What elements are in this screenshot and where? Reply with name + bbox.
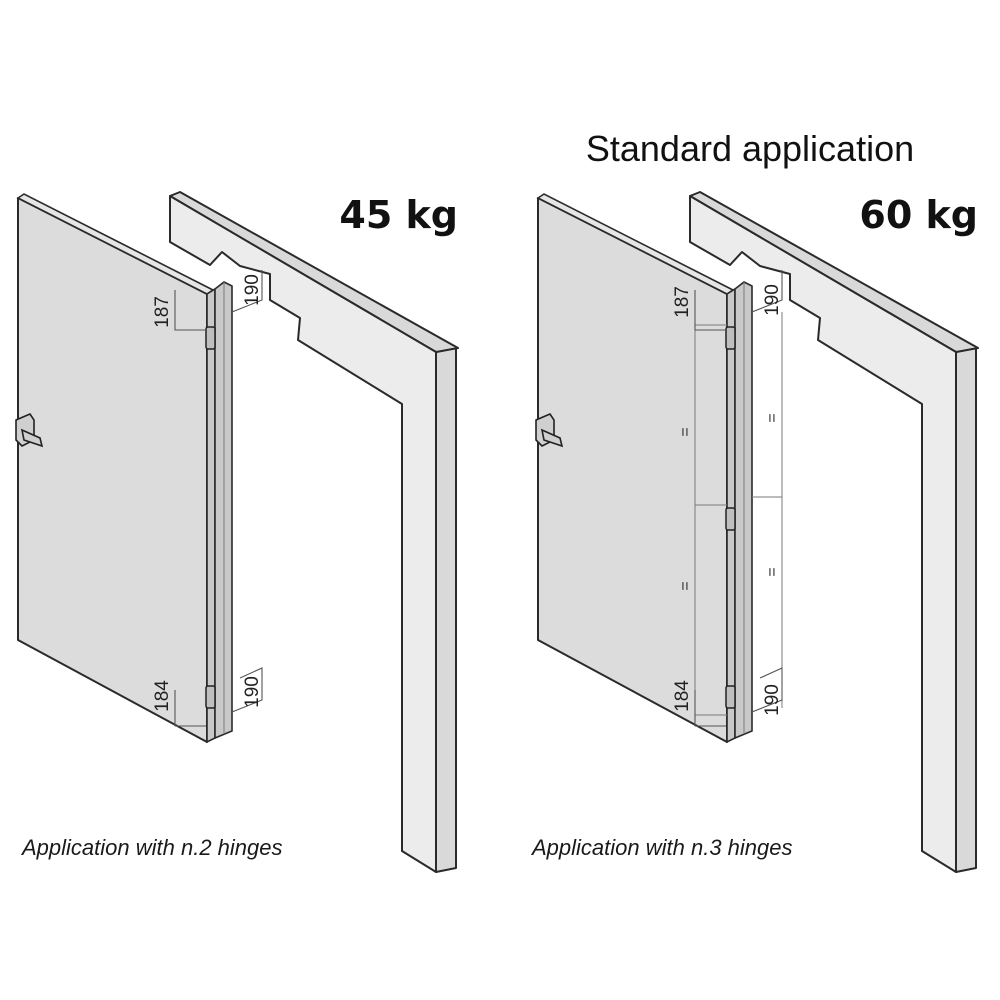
dim-top-door: 187 [152,296,173,328]
top-hinge-icon [725,326,736,350]
middle-hinge-icon [725,507,736,531]
dim-bottom-frame: 190 [242,676,263,708]
dim-bottom-door: 184 [152,680,173,712]
door-handle [535,413,564,448]
panel-caption: Application with n.3 hinges [530,835,793,860]
weight-label: 60 kg [859,193,978,237]
top-hinge-icon [205,326,216,350]
door-leaf [536,193,753,744]
equal-mark: = [764,413,781,422]
door-frame [689,191,979,873]
equal-mark: = [764,567,781,576]
equal-mark: = [677,581,694,590]
bottom-hinge-icon [205,685,216,709]
weight-label: 45 kg [339,193,458,237]
panel-three-hinges: 187 190 184 190 = = = = 60 kg Applicatio… [530,191,979,873]
panel-caption: Application with n.2 hinges [20,835,283,860]
dim-top-frame: 190 [762,284,783,316]
door-leaf [16,193,233,744]
dim-bottom-frame: 190 [762,684,783,716]
diagram-title: Standard application [586,128,914,169]
door-frame [169,191,459,873]
equal-mark: = [677,427,694,436]
door-handle [15,413,44,448]
panel-two-hinges: 187 190 184 190 45 kg Application with n… [15,191,459,873]
dim-top-door: 187 [672,286,693,318]
dim-top-frame: 190 [242,274,263,306]
bottom-hinge-icon [725,685,736,709]
dim-bottom-door: 184 [672,680,693,712]
